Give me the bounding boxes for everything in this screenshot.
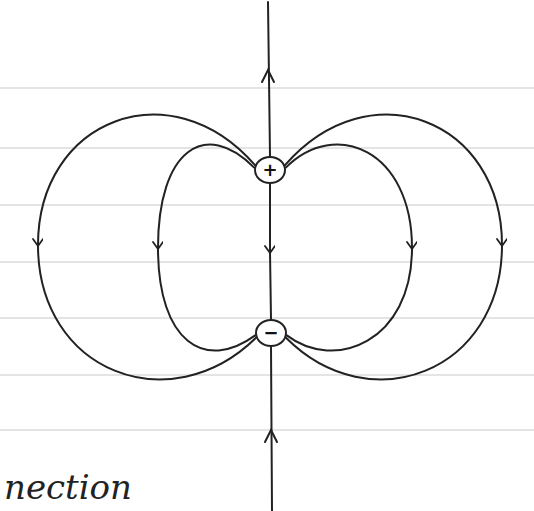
charge-sign: − bbox=[263, 324, 278, 342]
ruled-line bbox=[0, 205, 534, 206]
axis-line bbox=[268, 2, 270, 156]
ruled-line bbox=[0, 88, 534, 89]
axis-arrow bbox=[265, 430, 277, 442]
ruled-line bbox=[0, 148, 534, 149]
axis-arrow bbox=[262, 70, 274, 82]
field-line bbox=[270, 184, 271, 319]
ruled-line bbox=[0, 430, 534, 431]
axis bbox=[262, 2, 277, 511]
ruled-lines bbox=[0, 88, 534, 430]
field-line bbox=[38, 115, 256, 380]
negative-charge: − bbox=[255, 319, 287, 347]
positive-charge: + bbox=[254, 156, 286, 184]
field-line bbox=[286, 145, 412, 351]
charge-sign: + bbox=[262, 161, 277, 179]
field-line bbox=[285, 115, 502, 380]
ruled-line bbox=[0, 375, 534, 376]
field-line bbox=[158, 145, 255, 351]
handwritten-note: nection bbox=[4, 470, 132, 504]
ruled-line bbox=[0, 262, 534, 263]
